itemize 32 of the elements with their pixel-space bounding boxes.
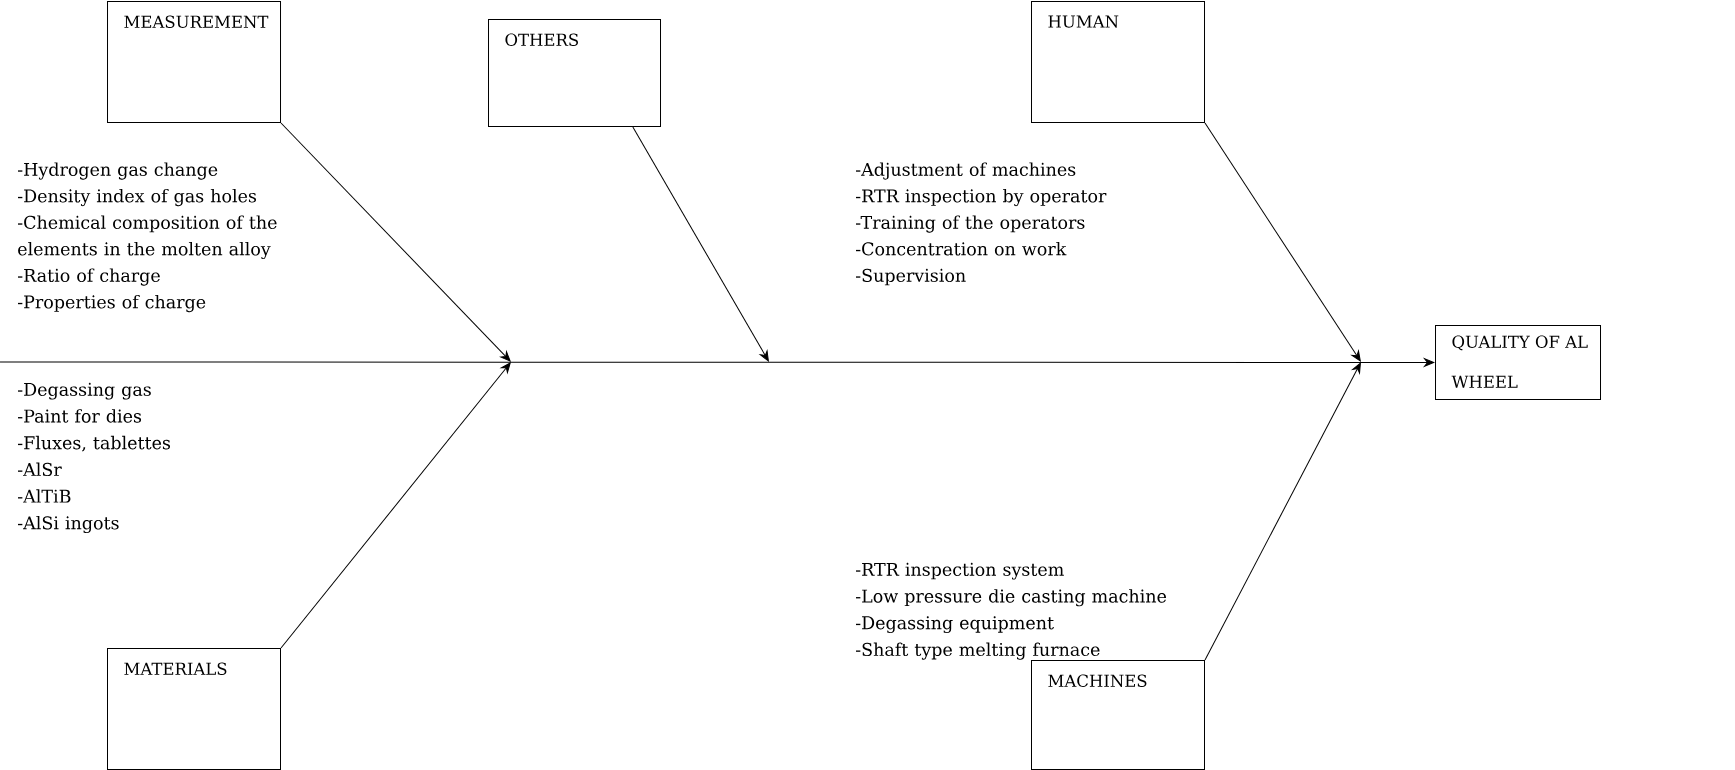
item-text: -Adjustment of machines <box>856 162 1076 180</box>
cause-box: OTHERS <box>488 19 661 127</box>
item-text: -Degassing equipment <box>856 616 1054 633</box>
item-text: -Paint for dies <box>18 409 142 423</box>
item-text: -AlSr <box>18 462 62 477</box>
item-text: -Fluxes, tablettes <box>18 435 171 452</box>
item-text: -RTR inspection system <box>856 562 1064 580</box>
item-text: -Ratio of charge <box>18 268 160 286</box>
item-text: -Supervision <box>856 268 966 286</box>
item-text: -Concentration on work <box>856 241 1067 256</box>
item-text: -Training of the operators <box>856 215 1085 233</box>
item-text: -Hydrogen gas change <box>18 162 218 180</box>
item-text: -AlSi ingots <box>18 515 119 534</box>
item-text: -Density index of gas holes <box>18 188 257 207</box>
arrow <box>632 126 769 362</box>
cause-box: MATERIALS <box>107 648 281 770</box>
item-text: -Chemical composition of the elements in the molten alloy <box>18 215 277 260</box>
arrow <box>280 122 511 362</box>
item-text: -Low pressure die casting machine <box>856 589 1167 607</box>
effect-box: QUALITY OF AL WHEEL <box>1435 325 1601 400</box>
arrow <box>280 362 511 649</box>
item-text: -Properties of charge <box>18 294 206 313</box>
arrow <box>1204 122 1361 362</box>
cause-box: HUMAN <box>1031 1 1205 123</box>
cause-box: MACHINES <box>1031 660 1205 770</box>
spine-arrow <box>0 358 1435 367</box>
item-text: -AlTiB <box>18 489 71 503</box>
item-text: -RTR inspection by operator <box>856 188 1107 207</box>
item-text: -Degassing gas <box>18 382 151 400</box>
cause-box: MEASUREMENT <box>107 1 281 123</box>
arrow <box>1204 362 1361 661</box>
item-text: -Shaft type melting furnace <box>856 642 1100 660</box>
